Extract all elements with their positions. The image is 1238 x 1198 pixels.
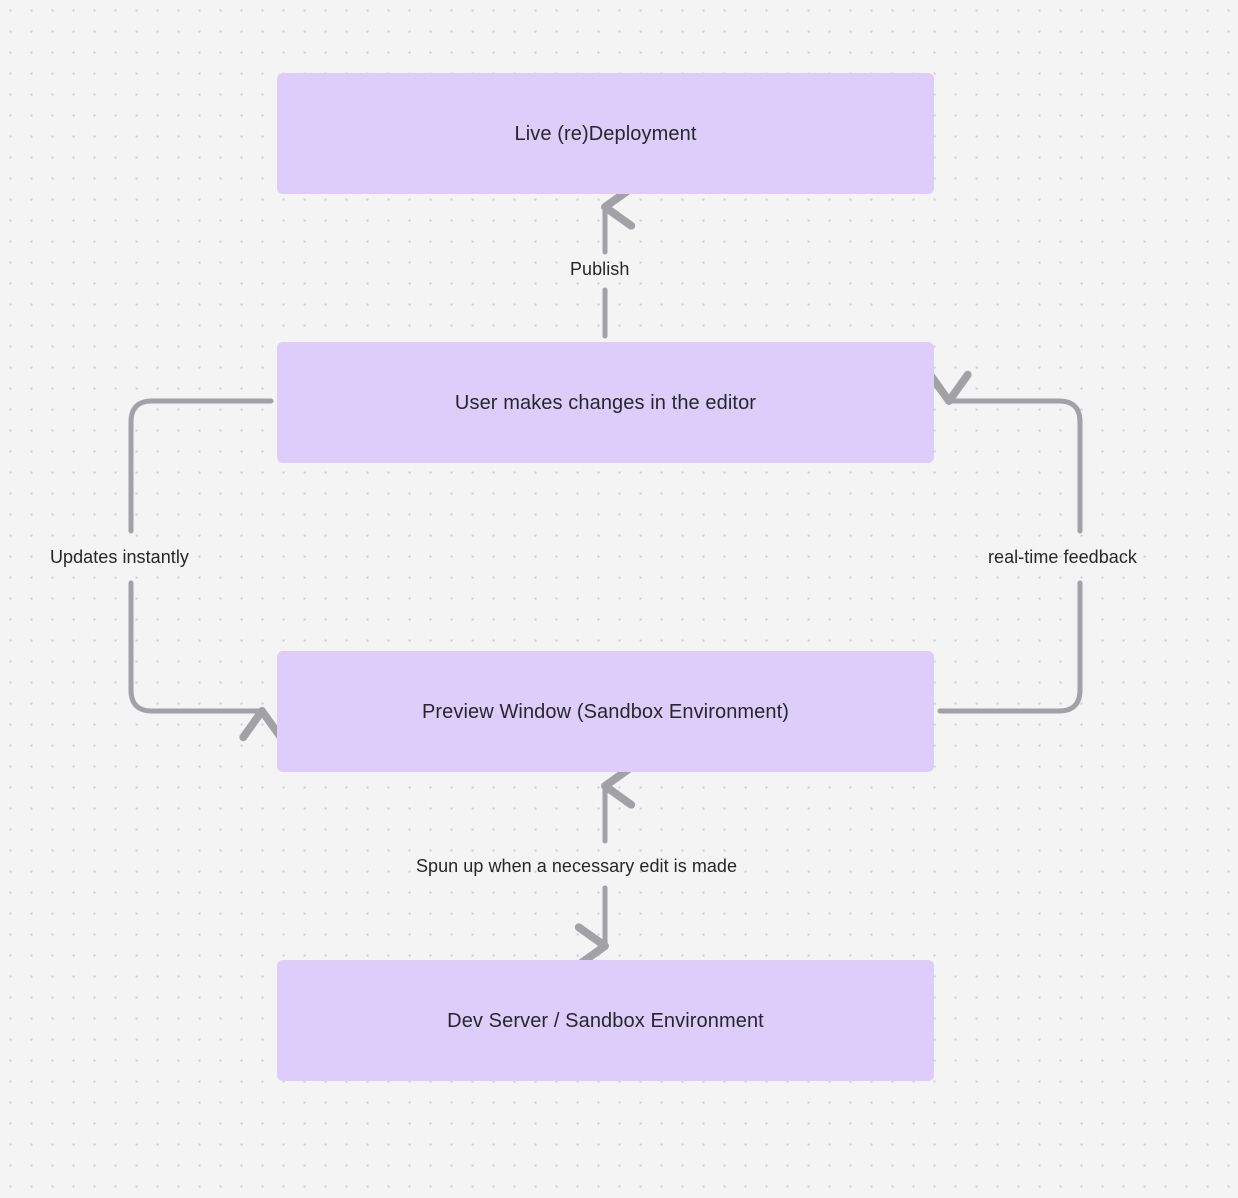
node-label: User makes changes in the editor [454,391,757,414]
node-label: Live (re)Deployment [514,122,697,145]
node-preview-window[interactable]: Preview Window (Sandbox Environment) [277,651,934,772]
edge-label-real-time-feedback: real-time feedback [988,547,1137,567]
edge-label-spun-up: Spun up when a necessary edit is made [416,856,738,876]
node-label: Preview Window (Sandbox Environment) [421,700,790,723]
node-label: Dev Server / Sandbox Environment [447,1009,764,1032]
edge-label-updates-instantly: Updates instantly [50,547,189,567]
edge-label-publish: Publish [570,259,630,279]
node-user-makes-changes[interactable]: User makes changes in the editor [277,342,934,463]
node-live-redeployment[interactable]: Live (re)Deployment [277,73,934,194]
node-dev-server[interactable]: Dev Server / Sandbox Environment [277,960,934,1081]
